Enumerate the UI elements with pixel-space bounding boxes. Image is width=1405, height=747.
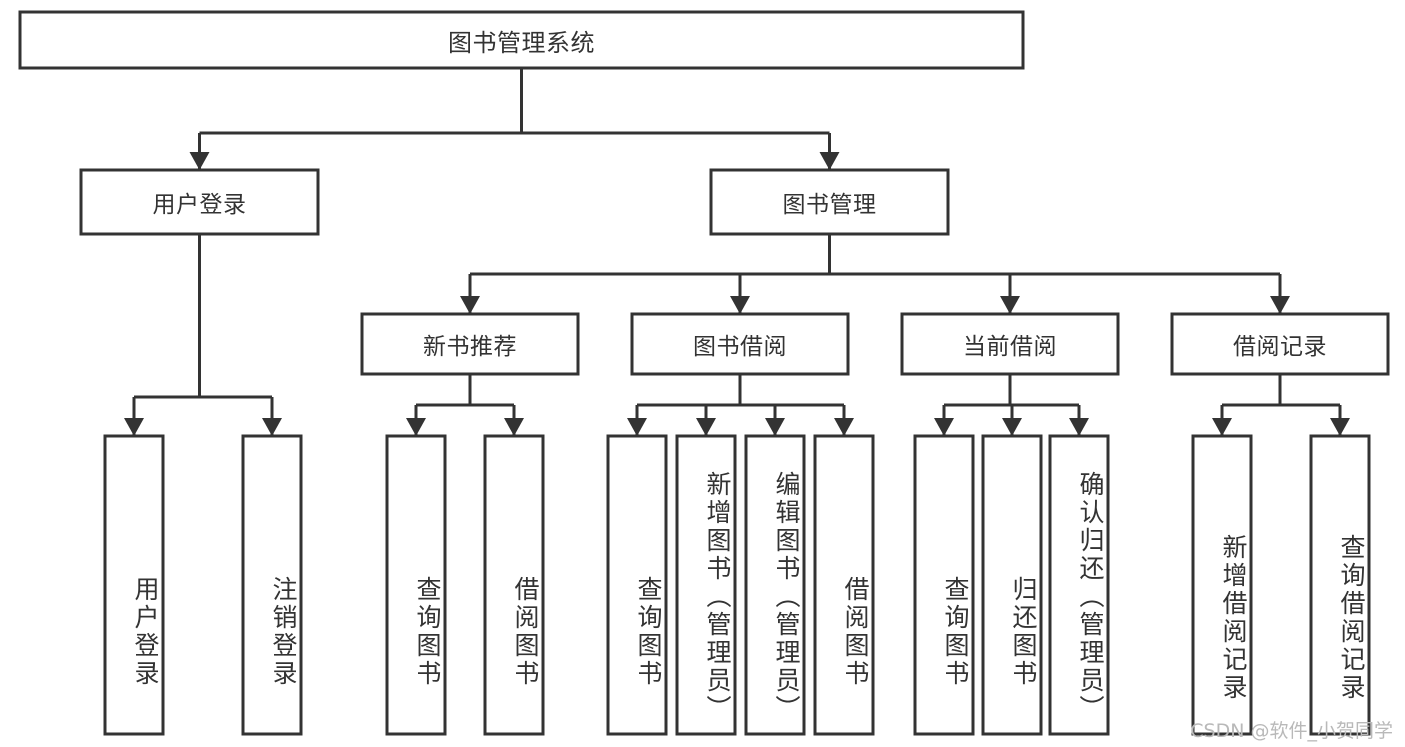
node-box-user-login[interactable] (79, 168, 320, 236)
node-box-leaf-user-logout[interactable] (241, 434, 303, 736)
arrow-head-icon (1000, 296, 1020, 314)
node-box-leaf-user-login[interactable] (103, 434, 165, 736)
node-box-leaf-return-book[interactable] (981, 434, 1043, 736)
watermark: CSDN @软件_小贺同学 (1190, 720, 1393, 742)
node-box-leaf-add-record[interactable] (1191, 434, 1253, 736)
arrow-head-icon (1270, 296, 1290, 314)
arrow-head-icon (504, 418, 524, 436)
node-box-leaf-query-book-3[interactable] (913, 434, 975, 736)
arrow-head-icon (1212, 418, 1232, 436)
node-box-leaf-borrow-book-1[interactable] (483, 434, 545, 736)
node-box-current-borrow[interactable] (900, 312, 1120, 376)
node-box-new-book-rec[interactable] (360, 312, 580, 376)
node-box-leaf-borrow-book-2[interactable] (813, 434, 875, 736)
arrow-head-icon (834, 418, 854, 436)
arrow-head-icon (1330, 418, 1350, 436)
arrow-head-icon (460, 296, 480, 314)
node-box-book-manage[interactable] (709, 168, 950, 236)
arrow-head-icon (934, 418, 954, 436)
node-box-book-borrow[interactable] (630, 312, 850, 376)
arrow-head-icon (124, 418, 144, 436)
node-box-root[interactable] (18, 10, 1025, 70)
node-box-leaf-add-book[interactable] (675, 434, 737, 736)
edge-layer (124, 68, 1350, 436)
arrow-head-icon (1069, 418, 1089, 436)
arrow-head-icon (262, 418, 282, 436)
arrow-head-icon (696, 418, 716, 436)
node-layer (18, 10, 1390, 736)
node-box-leaf-edit-book[interactable] (744, 434, 806, 736)
arrow-head-icon (627, 418, 647, 436)
arrow-head-icon (1002, 418, 1022, 436)
node-box-borrow-record[interactable] (1170, 312, 1390, 376)
arrow-head-icon (765, 418, 785, 436)
node-box-leaf-query-book-2[interactable] (606, 434, 668, 736)
node-box-leaf-confirm-return[interactable] (1048, 434, 1110, 736)
arrow-head-icon (406, 418, 426, 436)
node-box-leaf-query-book-1[interactable] (385, 434, 447, 736)
arrow-head-icon (189, 152, 210, 170)
arrow-head-icon (819, 152, 840, 170)
arrow-head-icon (730, 296, 750, 314)
node-box-leaf-query-record[interactable] (1309, 434, 1371, 736)
